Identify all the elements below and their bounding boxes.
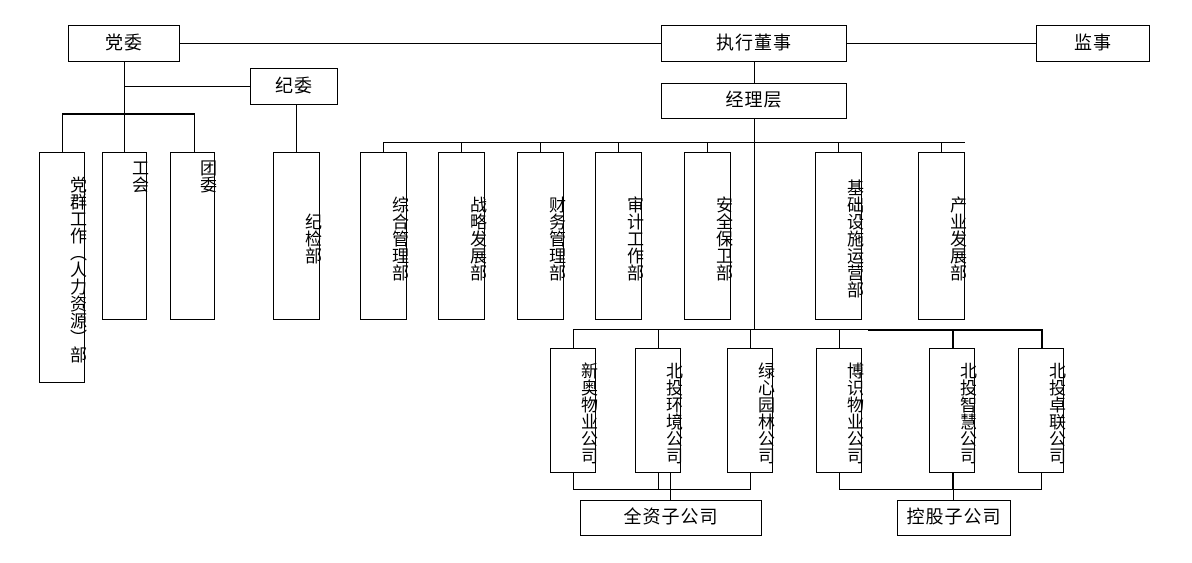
box-label: 新奥物业公司 bbox=[577, 361, 597, 464]
drop-subsidiary-2 bbox=[658, 329, 659, 348]
box-youth-league-committee[interactable]: 团委 bbox=[170, 152, 216, 320]
riser-holding-2 bbox=[952, 473, 953, 489]
box-label: 博识物业公司 bbox=[843, 361, 863, 464]
drop-func-dept-3 bbox=[540, 142, 541, 152]
box-subsidiary-beitou-smart[interactable]: 北投智慧公司 bbox=[929, 348, 976, 473]
bus-holding bbox=[839, 489, 1042, 490]
drop-party-dept-3 bbox=[194, 113, 195, 152]
drop-func-dept-6 bbox=[838, 142, 839, 152]
box-infrastructure-operation-dept[interactable]: 基础设施运营部 bbox=[815, 152, 863, 320]
box-discipline-inspection-dept[interactable]: 纪检部 bbox=[273, 152, 321, 320]
box-subsidiary-xinao-property[interactable]: 新奥物业公司 bbox=[550, 348, 597, 473]
box-security-dept[interactable]: 安全保卫部 bbox=[684, 152, 732, 320]
bus-functional-departments bbox=[383, 142, 965, 143]
connector-discipline-stem bbox=[296, 105, 297, 152]
drop-party-dept-2 bbox=[124, 113, 125, 152]
box-discipline-committee[interactable]: 纪委 bbox=[250, 68, 338, 105]
box-label: 产业发展部 bbox=[946, 195, 966, 281]
box-label: 审计工作部 bbox=[623, 195, 643, 281]
drop-subsidiary-1 bbox=[573, 329, 574, 348]
drop-party-dept-1 bbox=[62, 113, 63, 152]
drop-func-dept-4 bbox=[618, 142, 619, 152]
box-label: 安全保卫部 bbox=[712, 195, 732, 281]
box-subsidiary-beitou-environment[interactable]: 北投环境公司 bbox=[635, 348, 682, 473]
drop-subsidiary-6 bbox=[1041, 329, 1043, 348]
box-labor-union[interactable]: 工会 bbox=[102, 152, 148, 320]
box-executive-director[interactable]: 执行董事 bbox=[661, 25, 847, 62]
connector-holding-to-group bbox=[953, 473, 954, 500]
bus-subsidiaries-left bbox=[573, 329, 870, 330]
connector-director-to-supervisor bbox=[847, 43, 1036, 44]
box-label: 执行董事 bbox=[716, 32, 792, 54]
box-management-layer[interactable]: 经理层 bbox=[661, 83, 847, 119]
drop-subsidiary-5 bbox=[952, 329, 954, 348]
box-label: 基础设施运营部 bbox=[843, 178, 863, 298]
box-party-committee[interactable]: 党委 bbox=[68, 25, 180, 62]
riser-wholly-3 bbox=[750, 473, 751, 489]
box-industrial-development-dept[interactable]: 产业发展部 bbox=[918, 152, 966, 320]
bus-party-departments bbox=[62, 113, 195, 115]
box-label: 绿心园林公司 bbox=[754, 361, 774, 464]
connector-director-to-management bbox=[754, 61, 755, 83]
connector-party-to-director bbox=[180, 43, 661, 44]
box-strategic-development-dept[interactable]: 战略发展部 bbox=[438, 152, 486, 320]
drop-subsidiary-3 bbox=[750, 329, 751, 348]
box-label: 控股子公司 bbox=[906, 507, 1002, 529]
connector-party-stem bbox=[124, 62, 125, 152]
drop-func-dept-1 bbox=[383, 142, 384, 152]
bus-wholly-owned bbox=[573, 489, 751, 490]
box-label: 监事 bbox=[1074, 32, 1112, 54]
box-subsidiary-beitou-zhuolian[interactable]: 北投卓联公司 bbox=[1018, 348, 1065, 473]
box-label: 综合管理部 bbox=[388, 195, 408, 281]
box-label: 纪委 bbox=[275, 75, 313, 97]
box-holding-subsidiaries-group[interactable]: 控股子公司 bbox=[897, 500, 1011, 536]
box-audit-work-dept[interactable]: 审计工作部 bbox=[595, 152, 643, 320]
riser-holding-3 bbox=[1041, 473, 1042, 489]
box-label: 财务管理部 bbox=[545, 195, 565, 281]
box-subsidiary-lvxin-garden[interactable]: 绿心园林公司 bbox=[727, 348, 774, 473]
drop-func-dept-5 bbox=[707, 142, 708, 152]
drop-func-dept-7 bbox=[941, 142, 942, 152]
box-supervisor[interactable]: 监事 bbox=[1036, 25, 1150, 62]
riser-wholly-1 bbox=[573, 473, 574, 489]
box-label: 北投卓联公司 bbox=[1045, 361, 1065, 464]
connector-wholly-to-group bbox=[670, 473, 671, 500]
box-label: 工会 bbox=[128, 159, 148, 193]
drop-func-dept-2 bbox=[461, 142, 462, 152]
connector-management-stem bbox=[754, 119, 755, 330]
riser-wholly-2 bbox=[658, 473, 659, 489]
box-label: 全资子公司 bbox=[623, 507, 719, 529]
box-party-mass-work-hr-dept[interactable]: 党群工作（人力资源）部 bbox=[39, 152, 86, 383]
box-label: 党群工作（人力资源）部 bbox=[66, 176, 86, 363]
box-subsidiary-boshi-property[interactable]: 博识物业公司 bbox=[816, 348, 863, 473]
connector-party-to-discipline bbox=[124, 86, 250, 87]
drop-subsidiary-4 bbox=[839, 329, 840, 348]
box-label: 党委 bbox=[105, 32, 143, 54]
box-label: 北投环境公司 bbox=[662, 361, 682, 464]
box-label: 团委 bbox=[196, 159, 216, 193]
box-label: 经理层 bbox=[725, 90, 783, 112]
box-label: 战略发展部 bbox=[466, 195, 486, 281]
box-label: 纪检部 bbox=[301, 212, 321, 264]
box-wholly-owned-subsidiaries-group[interactable]: 全资子公司 bbox=[580, 500, 762, 536]
box-general-management-dept[interactable]: 综合管理部 bbox=[360, 152, 408, 320]
riser-holding-1 bbox=[839, 473, 840, 489]
box-financial-management-dept[interactable]: 财务管理部 bbox=[517, 152, 565, 320]
bus-subsidiaries-right bbox=[868, 329, 1042, 331]
box-label: 北投智慧公司 bbox=[956, 361, 976, 464]
